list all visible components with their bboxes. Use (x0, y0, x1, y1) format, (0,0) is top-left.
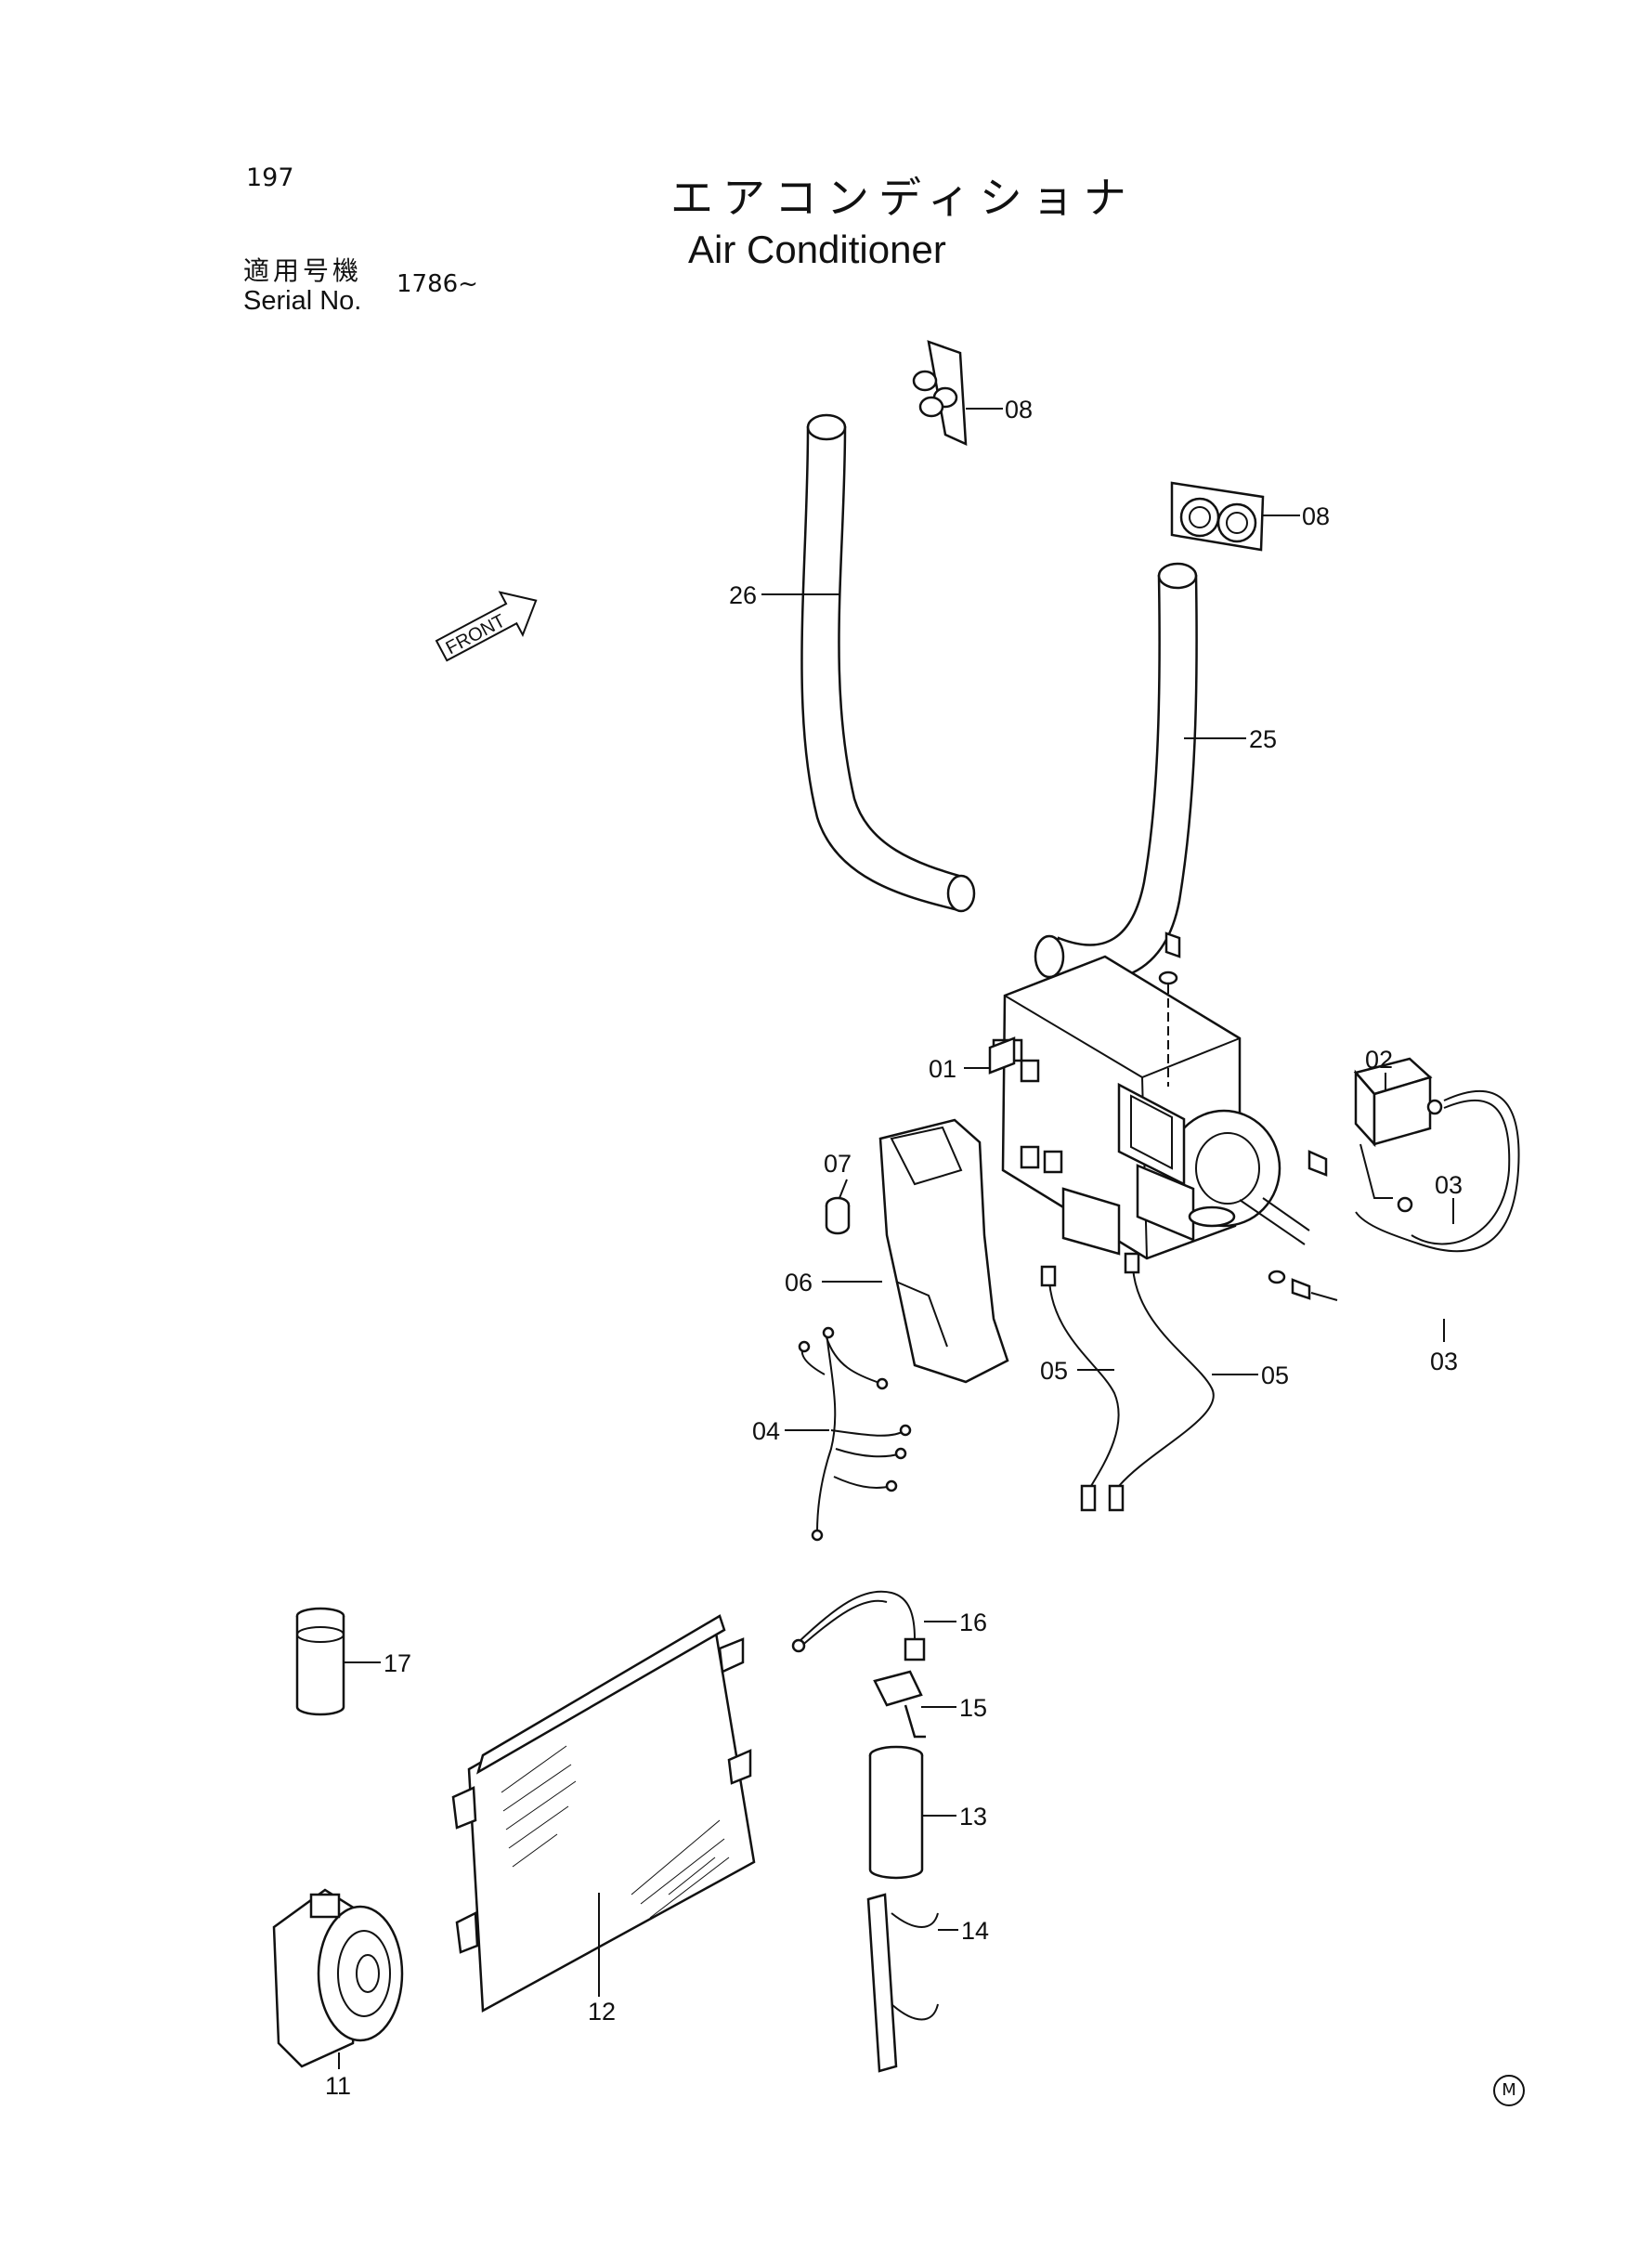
part-08-grommet-plate-right (1170, 481, 1265, 552)
callout-02: 02 (1365, 1046, 1393, 1074)
part-08-grommet-plate-upper (912, 340, 968, 446)
callout-25: 25 (1249, 725, 1277, 753)
callout-08-right: 08 (1302, 502, 1330, 530)
callout-15: 15 (959, 1694, 987, 1722)
maker-mark: M (1493, 2075, 1525, 2106)
callout-17: 17 (384, 1649, 411, 1677)
part-12-condenser (451, 1614, 756, 2013)
part-16-pressure-switch (791, 1590, 926, 1661)
callout-03-lower: 03 (1430, 1348, 1458, 1375)
callout-08-upper: 08 (1005, 396, 1033, 423)
callout-05-left: 05 (1040, 1357, 1068, 1385)
part-05-hoses (1040, 1252, 1215, 1512)
serial-label-english: Serial No. (243, 286, 362, 316)
callout-07: 07 (824, 1150, 852, 1178)
part-11-compressor (272, 1888, 404, 2068)
page-number: 197 (246, 163, 294, 192)
part-07-plug (825, 1196, 851, 1235)
main-unit-housing (992, 955, 1310, 1260)
part-26-duct (800, 413, 976, 913)
page-title-japanese: エアコンディショナ (670, 173, 1136, 223)
front-direction-arrow: FRONT (435, 591, 538, 662)
callout-13: 13 (959, 1803, 987, 1831)
serial-label-japanese: 適用号機 (243, 255, 363, 286)
part-17-drier (295, 1607, 345, 1716)
callout-01: 01 (929, 1055, 956, 1083)
part-13-receiver-drier (868, 1745, 924, 1880)
part-14-bracket (866, 1893, 939, 2073)
bolt-set (1158, 932, 1338, 1301)
part-25-duct (1034, 562, 1198, 983)
callout-03-upper: 03 (1435, 1171, 1463, 1199)
callout-11: 11 (325, 2072, 351, 2100)
serial-number-value: 1786~ (397, 270, 478, 298)
callout-16: 16 (959, 1609, 987, 1636)
part-02-relay (1353, 1057, 1433, 1199)
callout-04: 04 (752, 1417, 780, 1445)
page-title-english: Air Conditioner (688, 228, 946, 271)
front-label: FRONT (443, 610, 509, 658)
callout-05-right: 05 (1261, 1362, 1289, 1389)
part-06-duct (878, 1118, 1009, 1384)
callout-12: 12 (588, 1998, 616, 2026)
part-04-wire-harness (798, 1326, 912, 1542)
part-15-valve (873, 1670, 926, 1739)
leader-lines (338, 408, 1454, 2069)
part-01-thermostat (988, 1036, 1016, 1075)
callout-06: 06 (785, 1269, 813, 1296)
callout-14: 14 (961, 1917, 989, 1945)
part-03-harness (1355, 1089, 1520, 1253)
callout-26: 26 (729, 581, 757, 609)
